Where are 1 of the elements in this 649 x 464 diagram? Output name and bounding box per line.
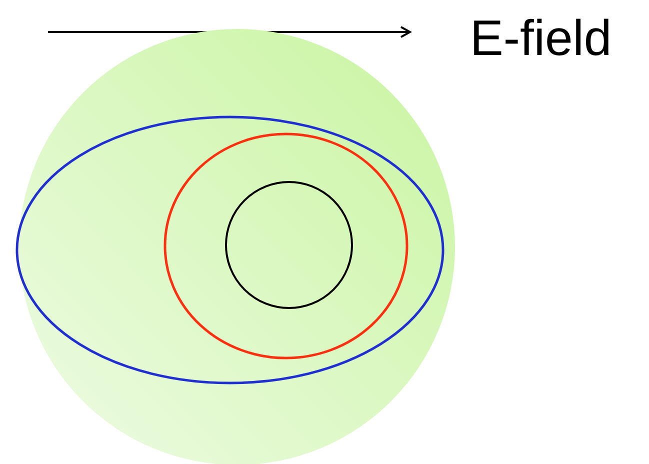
field-label: E-field [470, 10, 612, 66]
